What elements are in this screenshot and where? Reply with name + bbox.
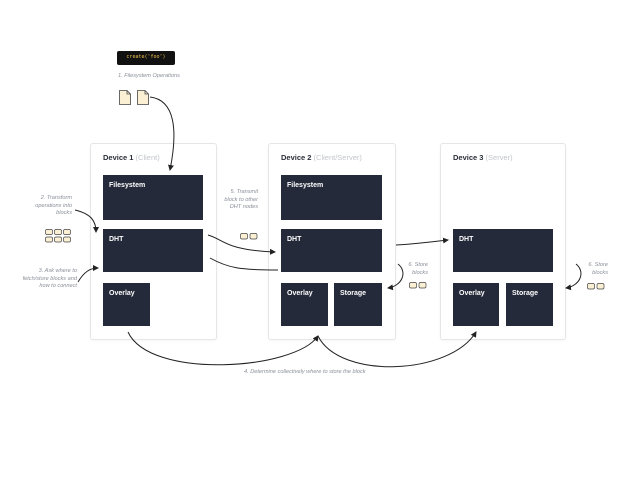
block-icon xyxy=(240,233,258,240)
step-5-label: 5. Transmit block to other DHT nodes xyxy=(224,189,258,210)
module-label: Overlay xyxy=(459,290,485,297)
arrow-filesystem-to-dht xyxy=(74,209,99,233)
arc-overlay2-overlay3 xyxy=(317,331,477,368)
device-3-title: Device 3 (Server) xyxy=(453,153,513,162)
device-2-storage-module: Storage xyxy=(334,283,382,326)
device-1-role: (Client) xyxy=(135,153,160,162)
device-2-filesystem-module: Filesystem xyxy=(281,175,382,220)
arc-overlay1-overlay2 xyxy=(127,331,319,366)
document-icon xyxy=(137,90,149,105)
block-icon xyxy=(409,282,427,289)
device-2-dht-module: DHT xyxy=(281,229,382,272)
module-label: Storage xyxy=(340,290,367,297)
module-label: DHT xyxy=(109,236,124,243)
module-label: Filesystem xyxy=(287,182,324,189)
arrow-dht1-to-dht2-lower xyxy=(209,257,279,271)
device-1-overlay-module: Overlay xyxy=(103,283,150,326)
device-3-dht-module: DHT xyxy=(453,229,553,272)
arrow-dht1-to-dht2 xyxy=(207,234,276,255)
device-1-title: Device 1 (Client) xyxy=(103,153,160,162)
device-1-dht-module: DHT xyxy=(103,229,203,272)
arrow-store-device-2 xyxy=(387,263,404,291)
arrow-store-device-3 xyxy=(565,263,582,291)
step-1-label: 1. Filesystem Operations xyxy=(118,73,180,79)
arrow-dht-to-overlay xyxy=(77,265,99,283)
module-label: Filesystem xyxy=(109,182,146,189)
module-label: Overlay xyxy=(109,290,135,297)
device-3-name: Device 3 xyxy=(453,153,484,162)
step-2-label: 2. Transform operations into blocks xyxy=(35,195,72,216)
step-4-label: 4. Determine collectively where to store… xyxy=(244,369,366,375)
step-6-label-device-3: 6. Store blocks xyxy=(588,262,608,276)
device-1-name: Device 1 xyxy=(103,153,134,162)
document-icon xyxy=(119,90,131,105)
block-icon xyxy=(45,229,71,243)
device-3-role: (Server) xyxy=(485,153,513,162)
device-3-storage-module: Storage xyxy=(506,283,553,326)
device-2-title: Device 2 (Client/Server) xyxy=(281,153,362,162)
arrow-ops-to-filesystem xyxy=(149,96,175,171)
block-icon xyxy=(587,283,605,290)
device-2-overlay-module: Overlay xyxy=(281,283,328,326)
device-2-role: (Client/Server) xyxy=(313,153,362,162)
code-snippet: create('foo') xyxy=(117,51,175,65)
step-3-label: 3. Ask where to fetch/store blocks and h… xyxy=(22,268,77,289)
module-label: DHT xyxy=(459,236,474,243)
module-label: Overlay xyxy=(287,290,313,297)
device-2-name: Device 2 xyxy=(281,153,312,162)
device-1-filesystem-module: Filesystem xyxy=(103,175,203,220)
module-label: Storage xyxy=(512,290,539,297)
arrow-dht2-to-dht3 xyxy=(395,237,449,246)
module-label: DHT xyxy=(287,236,302,243)
device-3-overlay-module: Overlay xyxy=(453,283,499,326)
step-6-label-device-2: 6. Store blocks xyxy=(408,262,428,276)
